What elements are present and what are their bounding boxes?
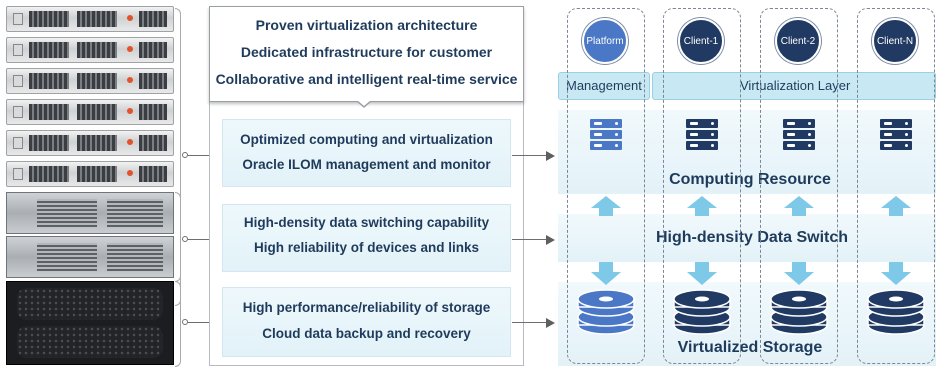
down-arrow-icon	[687, 262, 717, 285]
server-1u-unit	[6, 37, 174, 63]
connector-dot	[182, 152, 188, 158]
feature-line: High reliability of devices and links	[253, 240, 480, 255]
feature-line: Oracle ILOM management and monitor	[242, 157, 491, 172]
up-arrow-icon	[881, 196, 911, 216]
client-n-node: Client-N	[872, 18, 918, 64]
disk-stack-icon	[867, 289, 925, 335]
summary-box	[209, 6, 524, 102]
server-1u-unit	[6, 6, 174, 32]
up-arrow-icon	[784, 196, 814, 216]
client-1-column	[663, 8, 741, 364]
switch-chassis	[6, 192, 174, 234]
connector-line	[188, 239, 222, 240]
disk-stack-icon	[577, 289, 635, 335]
feature-box-storage	[222, 287, 511, 357]
connector-line	[512, 322, 548, 323]
disk-stack-icon	[673, 289, 731, 335]
platform-column	[567, 8, 645, 364]
client-2-node: Client-2	[775, 18, 821, 64]
management-bar	[558, 72, 650, 100]
up-arrow-icon	[591, 196, 621, 216]
virtualization-layer-label: Virtualization Layer	[740, 78, 851, 93]
connector-line	[512, 155, 548, 156]
down-arrow-icon	[881, 262, 911, 285]
feature-box-compute	[222, 119, 511, 187]
summary-line: Proven virtualization architecture	[255, 17, 478, 33]
platform-node: Platform	[582, 18, 628, 64]
hardware-rack-image	[0, 0, 180, 371]
disk-stack-icon	[770, 289, 828, 335]
client-2-column	[760, 8, 838, 364]
feature-line: High performance/reliability of storage	[242, 300, 491, 315]
feature-box-switch	[222, 204, 511, 272]
summary-pointer-fill	[357, 100, 371, 106]
switch-layer	[558, 214, 936, 262]
feature-line: High-density data switching capability	[243, 215, 490, 230]
server-stack-icon	[686, 119, 718, 152]
server-1u-unit	[6, 161, 174, 187]
connector-line	[512, 239, 548, 240]
bracket-switch	[175, 192, 181, 282]
connector-arrow-icon	[546, 151, 555, 161]
server-stack-icon	[880, 119, 912, 152]
management-label: Management	[566, 78, 642, 93]
feature-line: Cloud data backup and recovery	[262, 326, 471, 341]
virtualization-layer-bar	[652, 72, 936, 100]
computing-layer-label: Computing Resource	[669, 171, 831, 188]
storage-layer-label: Virtualized Storage	[677, 339, 823, 356]
server-1u-unit	[6, 130, 174, 156]
connector-line	[188, 155, 222, 156]
summary-line: Dedicated infrastructure for customer	[240, 44, 493, 60]
connector-arrow-icon	[546, 235, 555, 245]
connector-dot	[182, 319, 188, 325]
switch-layer-label: High-density Data Switch	[655, 229, 849, 246]
server-stack-icon	[783, 119, 815, 152]
down-arrow-icon	[591, 262, 621, 285]
feature-line: Optimized computing and virtualization	[240, 132, 493, 147]
client-1-node: Client-1	[678, 18, 724, 64]
server-stack-icon	[590, 119, 622, 152]
connector-dot	[182, 236, 188, 242]
connector-arrow-icon	[546, 318, 555, 328]
bracket-storage	[175, 281, 181, 367]
summary-line: Collaborative and intelligent real-time …	[215, 71, 518, 87]
connector-line	[188, 322, 222, 323]
client-n-column	[857, 8, 935, 364]
up-arrow-icon	[687, 196, 717, 216]
switch-chassis	[6, 236, 174, 278]
storage-shelf	[6, 281, 174, 365]
down-arrow-icon	[784, 262, 814, 285]
server-1u-unit	[6, 99, 174, 125]
server-1u-unit	[6, 68, 174, 94]
